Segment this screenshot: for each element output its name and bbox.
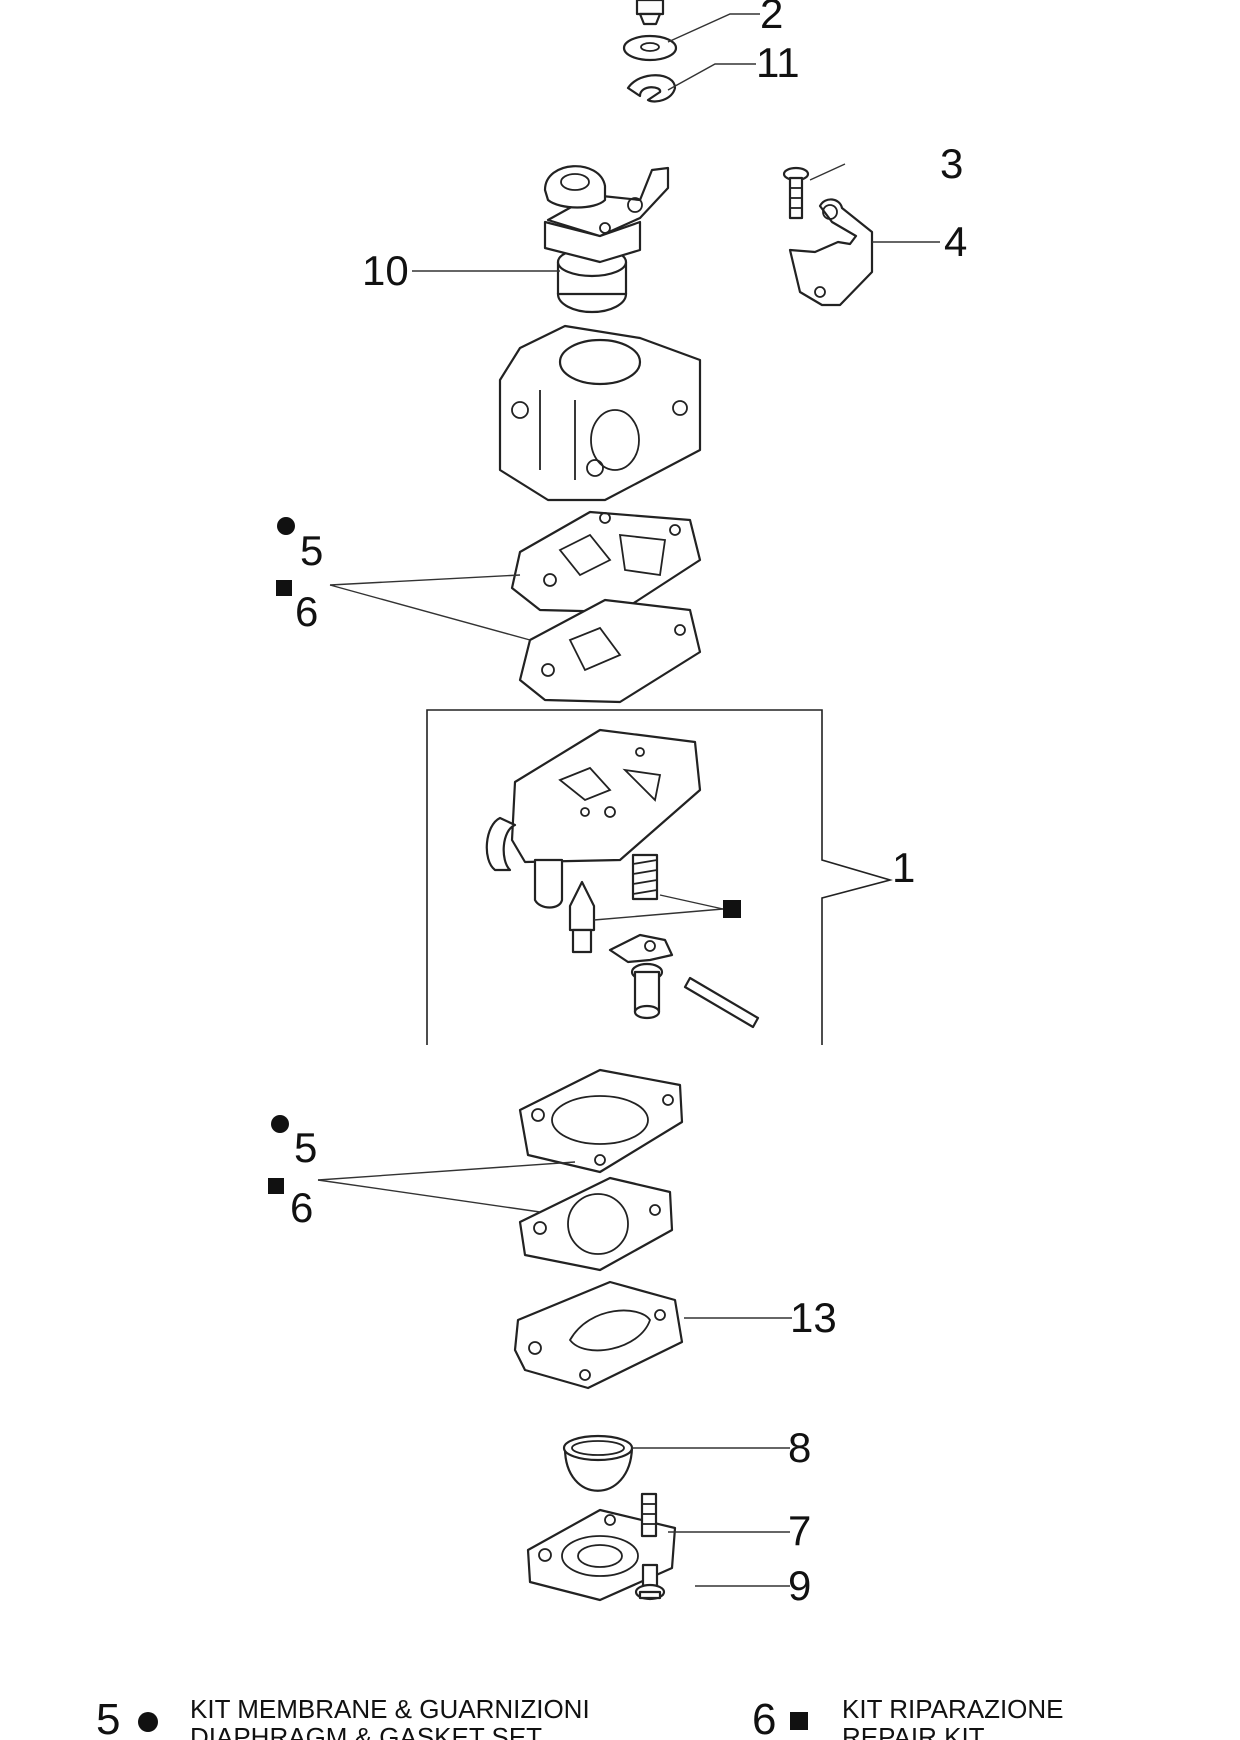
callout-3: 3 xyxy=(940,140,963,187)
callout-9: 9 xyxy=(788,1562,811,1609)
kit5-marker-lower xyxy=(271,1115,289,1133)
callout-4: 4 xyxy=(944,218,967,265)
callout-1: 1 xyxy=(892,844,915,891)
kit6-marker-upper xyxy=(276,580,292,596)
legend-kit6-number: 6 xyxy=(752,1695,776,1740)
kit5-marker-upper xyxy=(277,517,295,535)
legend-kit5-line1: KIT MEMBRANE & GUARNIZIONI xyxy=(190,1694,590,1724)
legend-kit5-marker xyxy=(138,1712,158,1732)
legend: 5 KIT MEMBRANE & GUARNIZIONI DIAPHRAGM &… xyxy=(96,1694,1064,1740)
lever-pin xyxy=(683,976,760,1029)
callout-5-upper: 5 xyxy=(300,527,323,574)
part-13-pump-cover xyxy=(513,1280,684,1390)
kit6-marker-box xyxy=(723,900,741,918)
callout-6-lower: 6 xyxy=(290,1184,313,1231)
legend-kit5-number: 5 xyxy=(96,1695,120,1740)
legend-kit6-line2: REPAIR KIT xyxy=(842,1722,985,1740)
callout-7: 7 xyxy=(788,1507,811,1554)
lever-screw xyxy=(630,962,664,1020)
callout-10: 10 xyxy=(362,247,409,294)
part-3-screw xyxy=(782,166,810,220)
metering-body xyxy=(485,728,702,909)
upper-gasket-6 xyxy=(518,598,702,704)
part-7-retainer-plate xyxy=(526,1508,677,1602)
callout-13: 13 xyxy=(790,1294,837,1341)
metering-lever xyxy=(608,933,674,964)
callout-6-upper: 6 xyxy=(295,588,318,635)
part-11-clip xyxy=(626,74,677,103)
part-9-screws xyxy=(634,1492,666,1601)
legend-kit5-line2: DIAPHRAGM & GASKET SET xyxy=(190,1722,542,1740)
lower-gasket-5 xyxy=(518,1068,684,1174)
kit6-marker-lower xyxy=(268,1178,284,1194)
callout-2: 2 xyxy=(760,0,783,37)
callout-11: 11 xyxy=(756,39,800,86)
legend-kit5: 5 KIT MEMBRANE & GUARNIZIONI DIAPHRAGM &… xyxy=(96,1694,590,1740)
lower-gasket-6 xyxy=(518,1176,674,1272)
inlet-needle xyxy=(568,880,596,954)
legend-kit6-marker xyxy=(790,1712,808,1730)
part-4-bracket xyxy=(788,198,874,307)
part-10-throttle-lever xyxy=(543,165,670,314)
legend-kit6: 6 KIT RIPARAZIONE REPAIR KIT xyxy=(752,1694,1064,1740)
part-8-primer-bulb xyxy=(562,1434,634,1492)
legend-kit6-line1: KIT RIPARAZIONE xyxy=(842,1694,1064,1724)
callout-8: 8 xyxy=(788,1424,811,1471)
carburetor-body xyxy=(498,324,702,502)
kit-1-box xyxy=(426,709,893,1045)
callout-5-lower: 5 xyxy=(294,1124,317,1171)
part-2-screw xyxy=(622,0,678,62)
upper-gasket-5 xyxy=(510,510,702,614)
spring xyxy=(631,853,659,901)
